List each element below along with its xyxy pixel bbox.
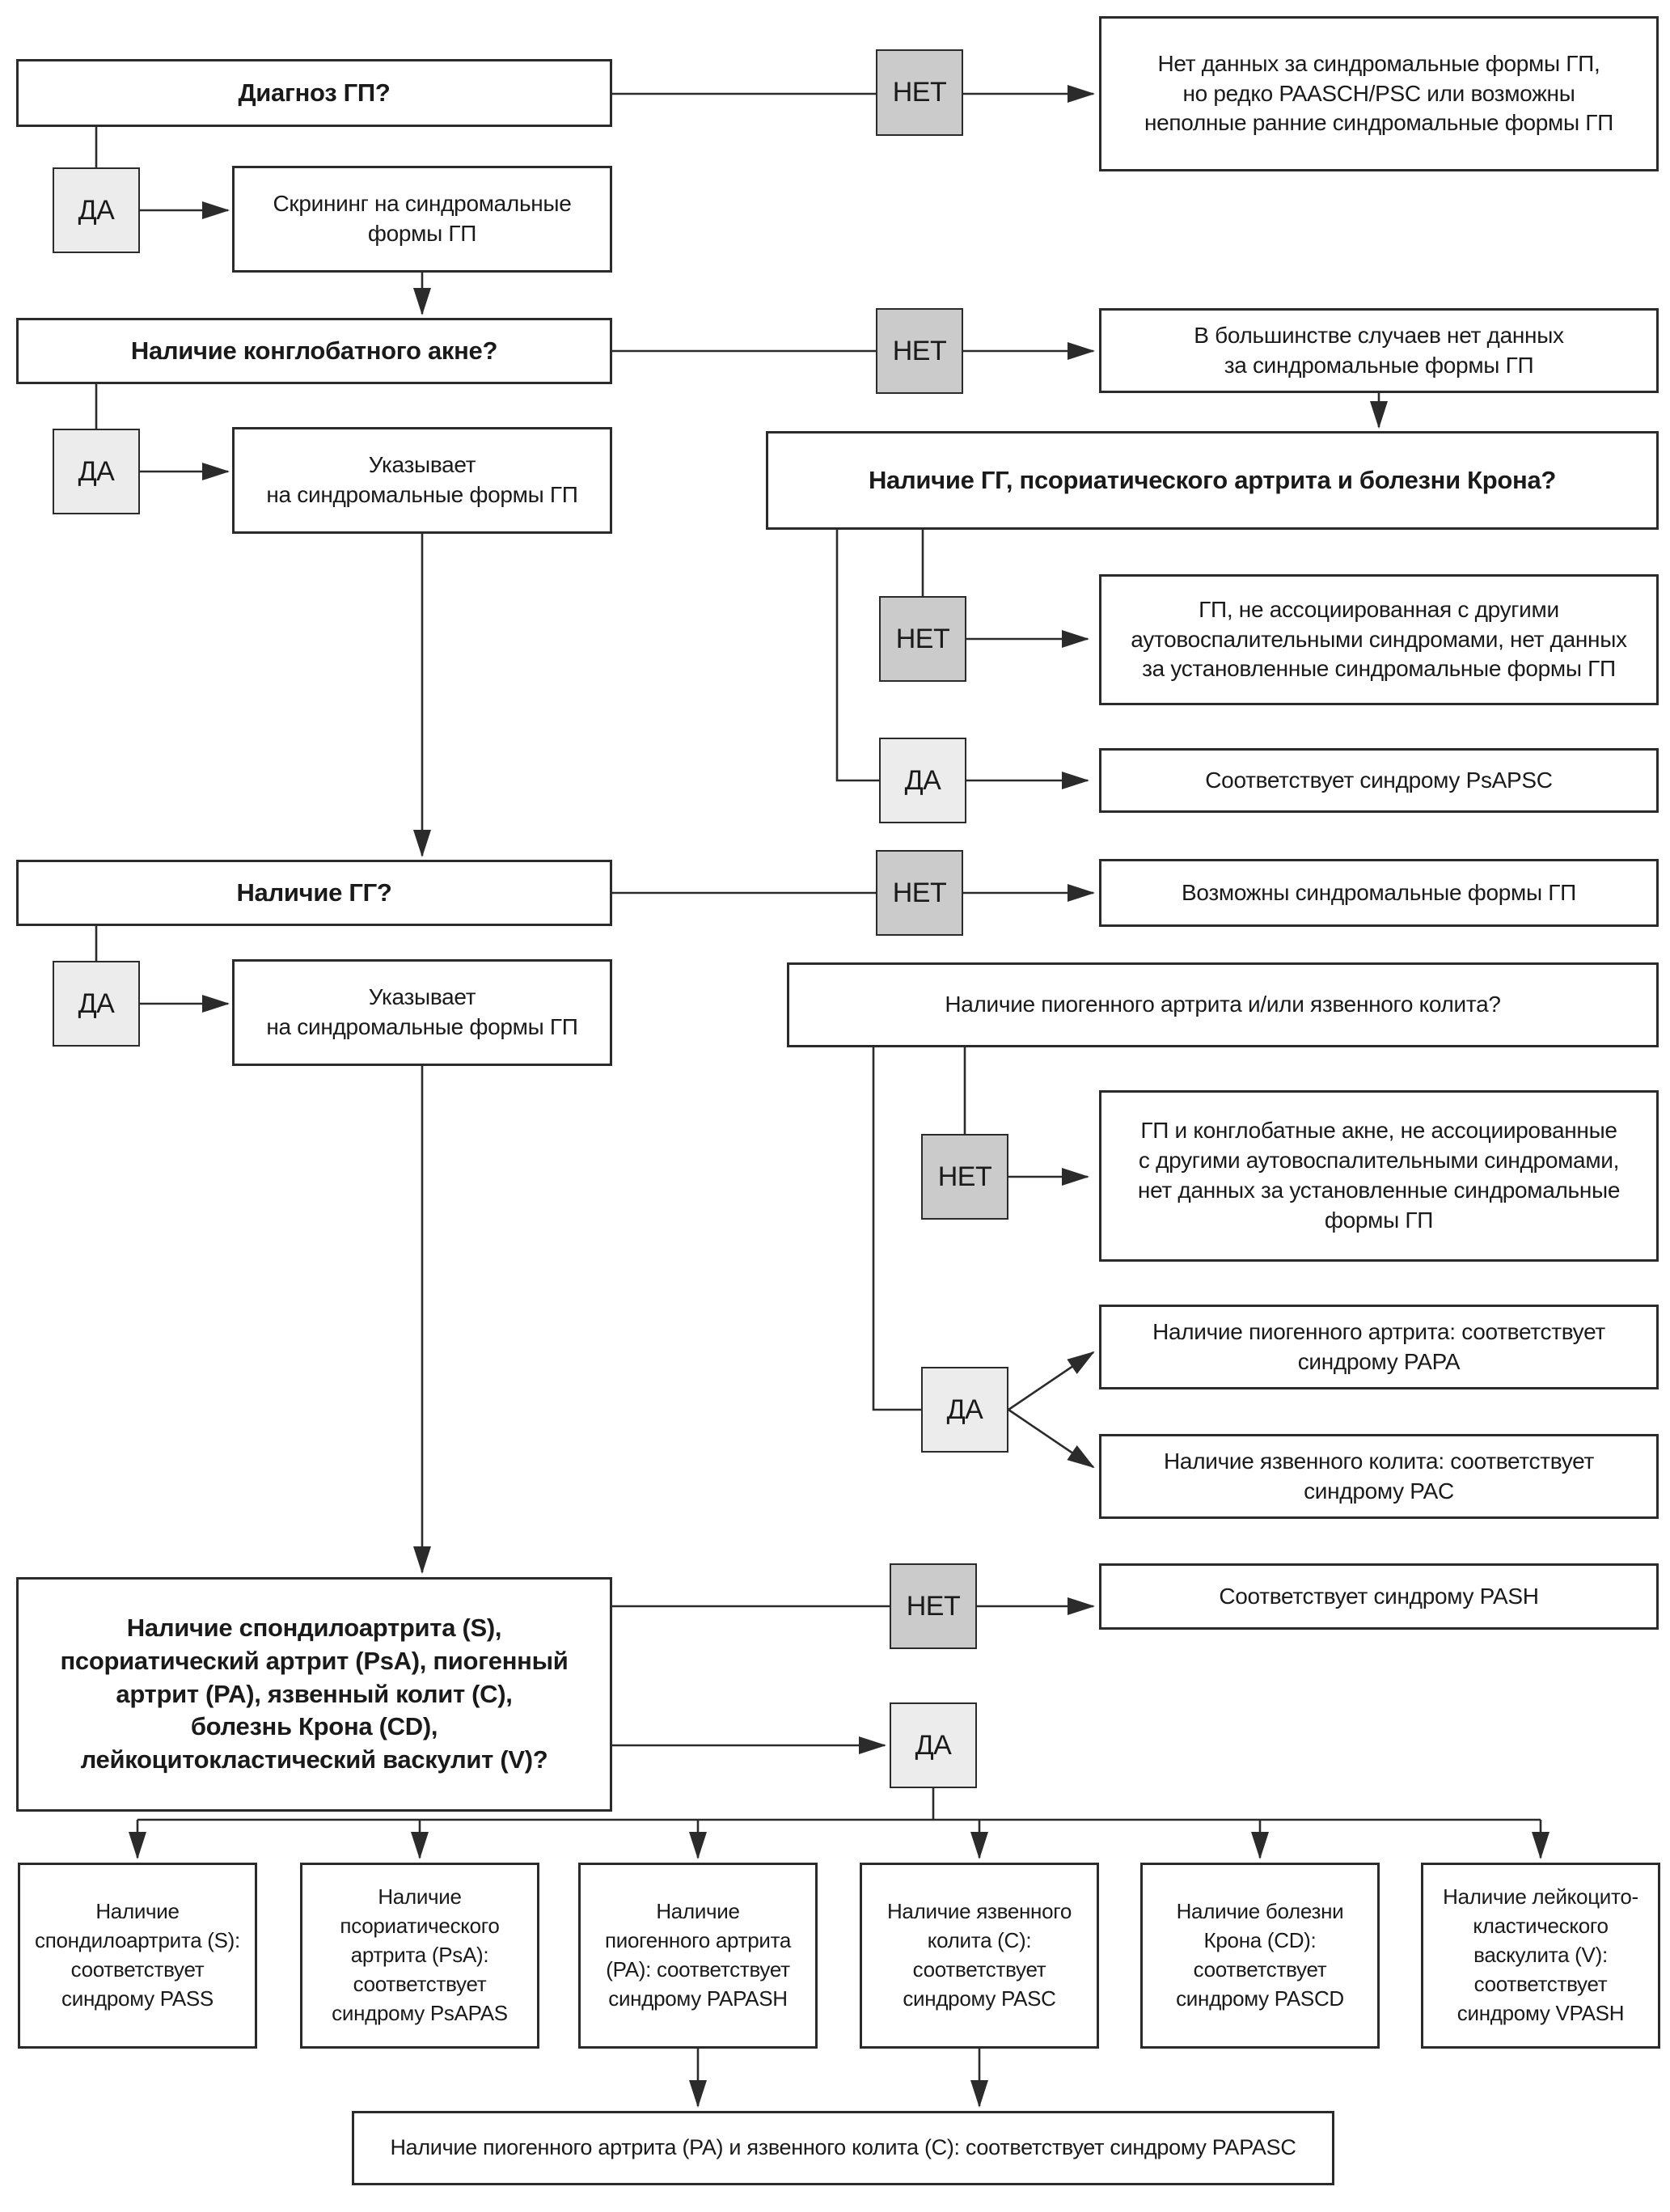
indicates-syndromic-forms-box-1: Указывает на синдромальные формы ГП bbox=[232, 427, 612, 534]
result-possible-syndromic: Возможны синдромальные формы ГП bbox=[1099, 859, 1659, 927]
result-pac: Наличие язвенного колита: соответствует … bbox=[1099, 1434, 1659, 1519]
question-pyogenic-arthritis-colitis: Наличие пиогенного артрита и/или язвенно… bbox=[787, 962, 1659, 1047]
no-label-5: НЕТ bbox=[921, 1134, 1008, 1220]
result-gp-not-associated: ГП, не ассоциированная с другими аутовос… bbox=[1099, 574, 1659, 705]
result-papa: Наличие пиогенного артрита: соответствуе… bbox=[1099, 1305, 1659, 1389]
no-label-4: НЕТ bbox=[876, 850, 963, 936]
question-diagnosis-gp: Диагноз ГП? bbox=[16, 59, 612, 127]
indicates-syndromic-forms-box-2: Указывает на синдромальные формы ГП bbox=[232, 959, 612, 1066]
result-pash: Соответствует синдрому PASH bbox=[1099, 1563, 1659, 1630]
no-label-3: НЕТ bbox=[879, 596, 966, 682]
result-pass: Наличие спондилоартрита (S): соответству… bbox=[18, 1863, 257, 2049]
question-hs-psa-crohn: Наличие ГГ, псориатического артрита и бо… bbox=[766, 431, 1659, 530]
question-comorbidities: Наличие спондилоартрита (S), псориатичес… bbox=[16, 1577, 612, 1812]
result-papash: Наличие пиогенного артрита (PA): соответ… bbox=[578, 1863, 818, 2049]
result-papasc-bar: Наличие пиогенного артрита (PA) и язвенн… bbox=[352, 2111, 1334, 2185]
yes-label-5: ДА bbox=[921, 1367, 1008, 1453]
result-gp-acne-not-associated: ГП и конглобатные акне, не ассоциированн… bbox=[1099, 1090, 1659, 1262]
no-label-6: НЕТ bbox=[890, 1563, 977, 1649]
yes-label-4: ДА bbox=[53, 961, 140, 1047]
no-label-2: НЕТ bbox=[876, 308, 963, 394]
result-pasc: Наличие язвенного колита (C): соответств… bbox=[860, 1863, 1099, 2049]
result-mostly-no-data: В большинстве случаев нет данных за синд… bbox=[1099, 308, 1659, 393]
question-hs: Наличие ГГ? bbox=[16, 860, 612, 926]
result-vpash: Наличие лейкоцито- кластического васкули… bbox=[1421, 1863, 1660, 2049]
result-psapas: Наличие псориатического артрита (PsA): с… bbox=[300, 1863, 539, 2049]
question-acne-conglobata: Наличие конглобатного акне? bbox=[16, 318, 612, 384]
yes-label-2: ДА bbox=[53, 429, 140, 514]
yes-label-1: ДА bbox=[53, 167, 140, 253]
yes-label-3: ДА bbox=[879, 738, 966, 823]
no-label-1: НЕТ bbox=[876, 49, 963, 136]
result-pascd: Наличие болезни Крона (CD): соответствуе… bbox=[1140, 1863, 1380, 2049]
yes-label-6: ДА bbox=[890, 1702, 977, 1788]
screening-syndromic-forms-box: Скрининг на синдромальные формы ГП bbox=[232, 166, 612, 273]
result-psapsc: Соответствует синдрому PsAPSC bbox=[1099, 748, 1659, 813]
result-no-data-rare-paasch-psc: Нет данных за синдромальные формы ГП, но… bbox=[1099, 16, 1659, 171]
